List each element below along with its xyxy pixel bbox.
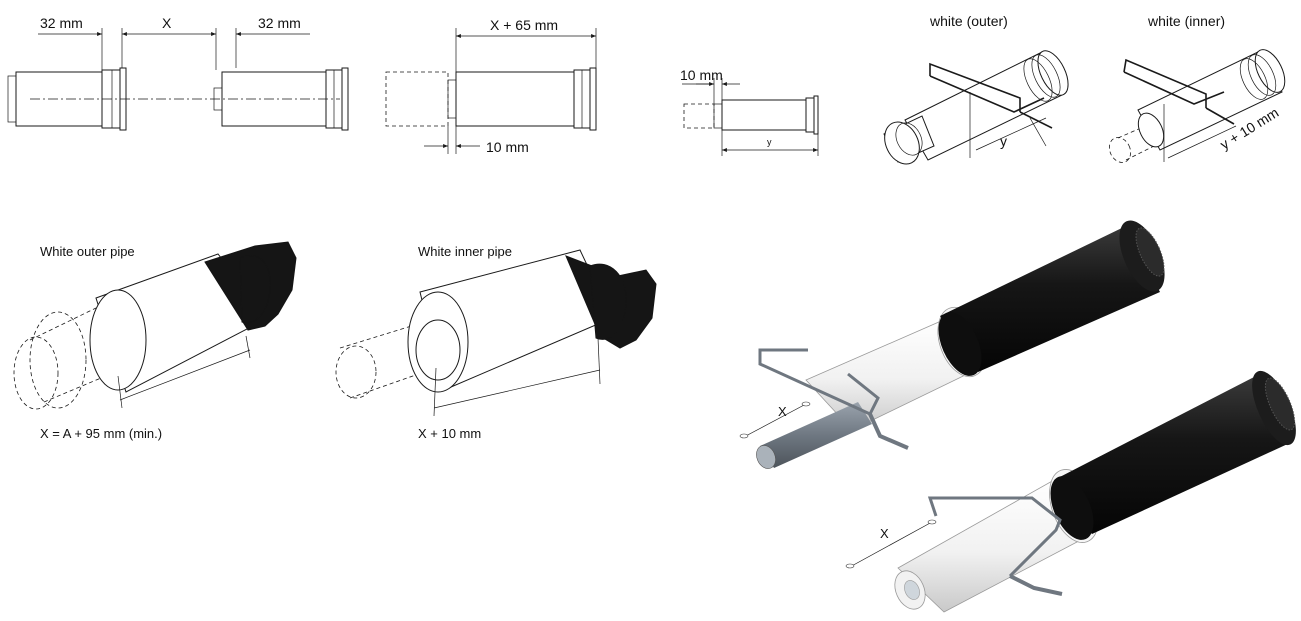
fig-white-outer-pipe: White outer pipe X = A + 95 mm (min.) bbox=[13, 241, 297, 441]
white-outer-pipe-title: White outer pipe bbox=[40, 244, 135, 259]
dim-x-plus-65-label: X + 65 mm bbox=[490, 17, 558, 33]
fig-cut-length: X + 65 mm 10 mm bbox=[385, 17, 597, 155]
render-top-assembly: X bbox=[739, 220, 1165, 469]
dim-10mm-label-b: 10 mm bbox=[680, 67, 723, 83]
dim-y-label: y bbox=[767, 137, 772, 147]
dim-y-small-label: y bbox=[1000, 133, 1007, 149]
dim-32mm-right-label: 32 mm bbox=[258, 15, 301, 31]
render-bottom-assembly: X bbox=[845, 370, 1296, 613]
white-outer-title: white (outer) bbox=[929, 13, 1008, 29]
fig-pipe-spacing: 32 mm X 32 mm bbox=[7, 15, 349, 131]
dim-10mm-label-a: 10 mm bbox=[486, 139, 529, 155]
fig-saw-outer: white (outer) y bbox=[883, 13, 1069, 165]
fig-white-inner-pipe: White inner pipe X + 10 mm bbox=[335, 244, 657, 441]
dim-x-label: X bbox=[162, 15, 172, 31]
fig-small-pipe: 10 mm y bbox=[680, 67, 819, 156]
white-inner-pipe-title: White inner pipe bbox=[418, 244, 512, 259]
dim-32mm-left-label: 32 mm bbox=[40, 15, 83, 31]
formula-inner-label: X + 10 mm bbox=[418, 426, 481, 441]
render-bottom-x-label: X bbox=[880, 526, 889, 541]
formula-outer-label: X = A + 95 mm (min.) bbox=[40, 426, 162, 441]
fig-saw-inner: white (inner) y + 10 mm bbox=[1108, 13, 1286, 163]
removed-part-outline bbox=[385, 71, 449, 127]
render-top-x-label: X bbox=[778, 404, 787, 419]
white-inner-title: white (inner) bbox=[1147, 13, 1225, 29]
